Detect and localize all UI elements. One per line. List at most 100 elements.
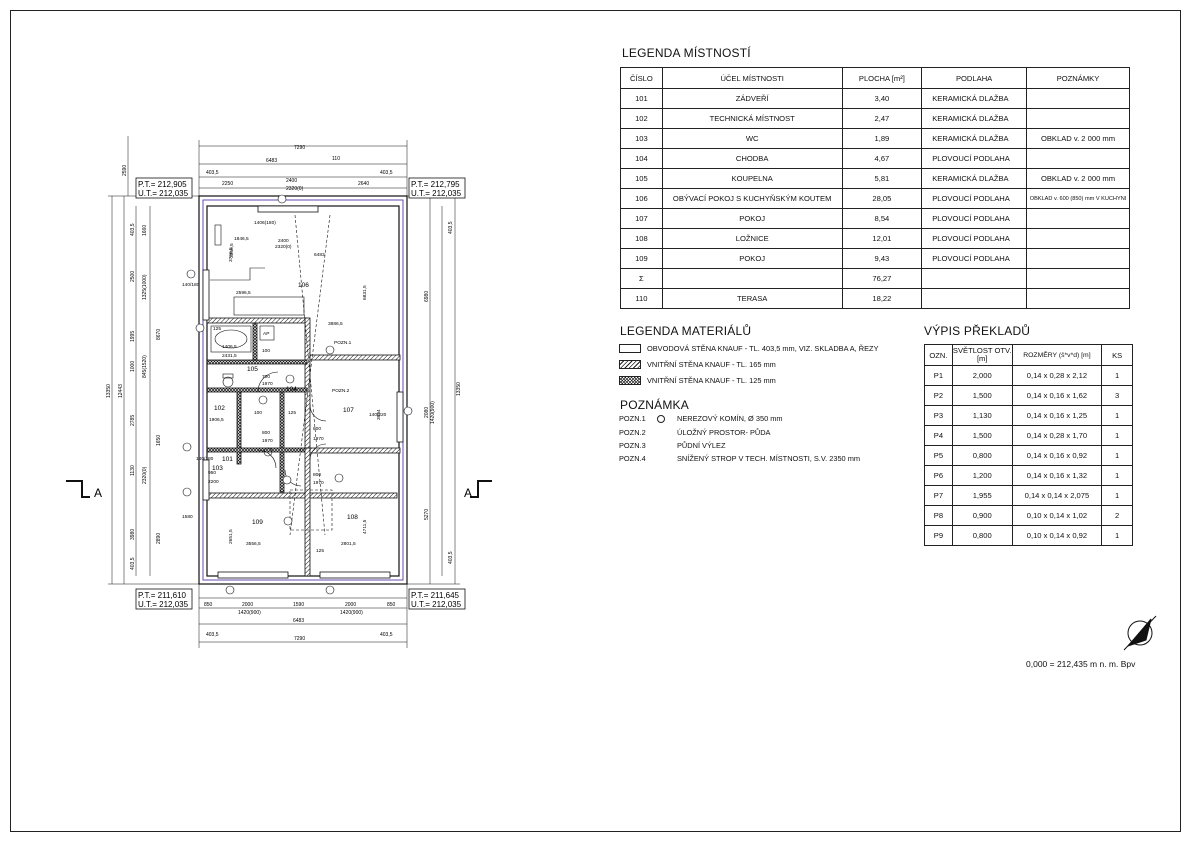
- dim-label: 1325(1000): [142, 274, 148, 300]
- blank-swatch-icon: [619, 343, 641, 353]
- table-cell: 76,27: [841, 268, 923, 289]
- table-cell: 0,10 x 0,14 x 1,02: [1011, 505, 1103, 526]
- table-cell: P2: [924, 385, 953, 406]
- table-cell: P5: [924, 445, 953, 466]
- table-cell: [1026, 228, 1130, 249]
- room-number: 106: [298, 282, 309, 289]
- dim-label: 140/220: [369, 412, 387, 418]
- table-cell: OBÝVACÍ POKOJ S KUCHYŇSKÝM KOUTEM: [661, 188, 843, 209]
- table-cell: 0,14 x 0,16 x 1,62: [1011, 385, 1103, 406]
- dim-label: 700: [262, 374, 270, 380]
- table-cell: 0,14 x 0,28 x 2,12: [1011, 365, 1103, 386]
- table-cell: OBKLAD v. 2 000 mm: [1026, 128, 1130, 149]
- dim-label: 2080: [424, 407, 430, 418]
- dim-label: 1420(900): [340, 610, 363, 616]
- table-cell: P6: [924, 465, 953, 486]
- table-cell: 2,000: [951, 365, 1013, 386]
- material-item: OBVODOVÁ STĚNA KNAUF - TL. 403,5 mm, VIZ…: [619, 342, 879, 354]
- dim-label: 125: [288, 410, 296, 416]
- note-text: PŮDNÍ VÝLEZ: [677, 441, 726, 450]
- dim-label: 110: [332, 156, 340, 162]
- room-number: 105: [247, 366, 258, 373]
- table-cell: 1: [1101, 525, 1133, 546]
- dim-label: 13350: [456, 382, 462, 396]
- table-cell: P9: [924, 525, 953, 546]
- dim-label: 1406(180): [254, 220, 276, 226]
- dim-label: 140/180: [182, 282, 200, 288]
- drawing-sheet-border: [10, 10, 1181, 832]
- level-top-left-ut: U.T.= 212,035: [138, 189, 189, 198]
- table-cell: P7: [924, 485, 953, 506]
- column-header: PODLAHA: [921, 67, 1028, 89]
- dim-label: 2320(0): [275, 244, 292, 250]
- table-cell: 1: [1101, 445, 1133, 466]
- material-item: VNITŘNÍ STĚNA KNAUF - TL. 125 mm: [619, 374, 776, 386]
- dim-label: 403,5: [380, 170, 393, 176]
- table-cell: 18,22: [841, 288, 923, 309]
- table-cell: KOUPELNA: [661, 168, 843, 189]
- table-cell: P1: [924, 365, 953, 386]
- dim-label: 403,5: [206, 170, 219, 176]
- table-cell: 110: [620, 288, 663, 309]
- table-cell: POKOJ: [661, 208, 843, 229]
- table-cell: 1,955: [951, 485, 1013, 506]
- lintel-markers: [182, 194, 413, 595]
- dim-label: 12443: [118, 384, 124, 398]
- table-cell: [921, 268, 1028, 289]
- dim-label: 2500: [130, 271, 136, 282]
- dim-label: 1580: [182, 514, 193, 520]
- dim-label: 403,5: [380, 632, 393, 638]
- dim-label: 3356,5: [229, 243, 235, 258]
- table-cell: 1,500: [951, 385, 1013, 406]
- dim-label: 2400: [278, 238, 289, 244]
- left-dimensions: 2590 403,5 1660 2500 1325(1000) 1995 867…: [106, 165, 162, 570]
- dim-label: 3886,5: [328, 321, 343, 327]
- note-key: POZN.3: [619, 441, 646, 450]
- table-cell: 5,81: [841, 168, 923, 189]
- table-cell: KERAMICKÁ DLAŽBA: [921, 108, 1028, 129]
- table-cell: PLOVOUCÍ PODLAHA: [921, 208, 1028, 229]
- dim-label: 3980: [130, 529, 136, 540]
- table-cell: KERAMICKÁ DLAŽBA: [921, 88, 1028, 109]
- dim-label: 2651,5: [228, 529, 234, 544]
- doors-and-fixtures: [210, 214, 335, 536]
- bottom-dimensions: 850 2000 1590 2000 850 1420(900) 1420(90…: [204, 602, 396, 642]
- column-header: SVĚTLOST OTV. [m]: [951, 344, 1013, 366]
- dim-label: 7290: [294, 145, 305, 151]
- table-cell: 12,01: [841, 228, 923, 249]
- table-cell: PLOVOUCÍ PODLAHA: [921, 248, 1028, 269]
- room-number: 104: [286, 386, 297, 393]
- table-cell: 1: [1101, 485, 1133, 506]
- column-header: ROZMĚRY (š*v*d) [m]: [1011, 344, 1103, 366]
- dim-label: 2320(0): [142, 466, 148, 484]
- table-cell: ZÁDVEŘÍ: [661, 88, 843, 109]
- material-legend-title: LEGENDA MATERIÁLŮ: [620, 324, 752, 338]
- room-numbers: 101 102 103 104 105 106 107 108 109: [212, 282, 358, 526]
- dim-label: 850: [387, 602, 396, 608]
- table-cell: 0,900: [951, 505, 1013, 526]
- table-cell: 3,40: [841, 88, 923, 109]
- dim-label: 850: [204, 602, 213, 608]
- note-item: POZN.4 SNÍŽENÝ STROP V TECH. MÍSTNOSTI, …: [619, 453, 919, 465]
- dim-label: 3954: [376, 409, 382, 420]
- lintels-title: VÝPIS PŘEKLADŮ: [924, 324, 1031, 338]
- dim-label: 403,5: [130, 223, 136, 236]
- section-marker-right: A: [464, 486, 472, 500]
- table-cell: 107: [620, 208, 663, 229]
- dim-label: 140/180: [196, 456, 214, 462]
- note-key: POZN.4: [619, 454, 646, 463]
- dim-label: 1970: [262, 438, 273, 444]
- table-cell: OBKLAD v. 600 (850) mm V KUCHYNI: [1026, 188, 1130, 209]
- note-text: SNÍŽENÝ STROP V TECH. MÍSTNOSTI, S.V. 23…: [677, 454, 861, 463]
- table-cell: 101: [620, 88, 663, 109]
- room-number: 107: [343, 407, 354, 414]
- table-cell: 8,54: [841, 208, 923, 229]
- note-key: POZN.2: [619, 428, 646, 437]
- column-header: ČÍSLO: [620, 67, 663, 89]
